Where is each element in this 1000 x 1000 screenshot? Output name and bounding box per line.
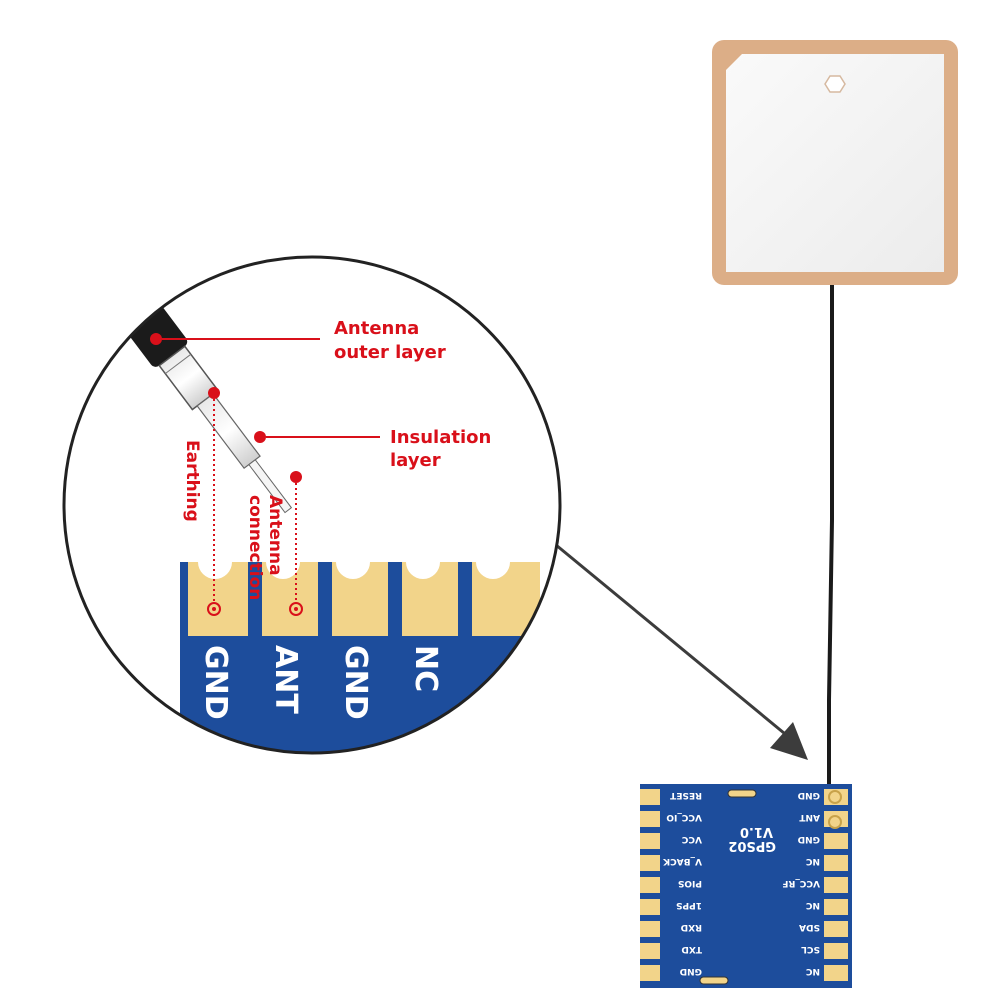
module-right-pad xyxy=(824,921,848,937)
module-board xyxy=(640,784,852,988)
module-left-pad xyxy=(640,811,660,827)
callout-insulation-1: Insulation xyxy=(390,427,491,448)
zoom-pad-gnd xyxy=(188,562,248,636)
module-right-pad xyxy=(824,811,848,827)
module-right-pin-label: ANT xyxy=(799,812,820,822)
module-left-pad xyxy=(640,789,660,805)
callout-insulation-2: layer xyxy=(390,450,441,471)
module-left-pad xyxy=(640,965,660,981)
zoom-pad-ant xyxy=(262,562,318,636)
zoom-pad-nc xyxy=(402,562,458,636)
module-right-pad xyxy=(824,899,848,915)
module-right-pin-label: NC xyxy=(805,966,820,976)
module-right-pin-label: NC xyxy=(805,900,820,910)
callout-antenna-connection-2: connection xyxy=(245,495,265,600)
module-left-pin-label: VCC xyxy=(681,834,702,844)
module-right-pins: GND ANT GND NC VCC_RF NC SDA SCL NC xyxy=(782,789,848,981)
dot-earthing xyxy=(208,387,220,399)
module-right-pad xyxy=(824,943,848,959)
zoom-pad-label-gnd: GND xyxy=(198,645,233,720)
module-right-pad xyxy=(824,965,848,981)
callout-earthing: Earthing xyxy=(182,440,202,522)
module-left-pad xyxy=(640,921,660,937)
module-left-pin-label: RESET xyxy=(669,790,702,800)
module-left-pad xyxy=(640,899,660,915)
module-left-pin-label: RXD xyxy=(681,922,702,932)
module-right-pin-label: GND xyxy=(798,834,820,844)
module-right-pad xyxy=(824,833,848,849)
module-right-pin-label: SDA xyxy=(799,922,820,932)
module-right-pin-label: NC xyxy=(805,856,820,866)
module-right-pin-label: SCL xyxy=(801,944,820,954)
dot-outer-layer xyxy=(150,333,162,345)
callout-antenna-connection-1: Antenna xyxy=(265,495,285,576)
patch-ceramic xyxy=(726,54,944,272)
module-left-pin-label: 1PPS xyxy=(676,900,702,910)
antenna-cable xyxy=(827,285,834,790)
module-right-pad xyxy=(824,855,848,871)
feed-point xyxy=(824,75,846,93)
dot-antenna-connection xyxy=(290,471,302,483)
pointer-arrow-line xyxy=(555,543,791,740)
dot-insulation xyxy=(254,431,266,443)
module-left-pad xyxy=(640,855,660,871)
zoom-border xyxy=(62,255,562,755)
module-left-pin-label: TXD xyxy=(681,944,702,954)
module-left-pins: RESET VCC_IO VCC V_BACK PIOS 1PPS RXD TXD GND xyxy=(640,789,702,981)
pointer-arrow-head xyxy=(770,722,808,760)
module-left-pad xyxy=(640,943,660,959)
module-right-pin-label: GND xyxy=(798,790,820,800)
module-left-pad xyxy=(640,833,660,849)
module-left-pin-label: GND xyxy=(680,966,702,976)
module-model: GPS02 xyxy=(728,838,776,853)
module-left-pin-label: PIOS xyxy=(678,878,702,888)
zoom-pad-label-nc: NC xyxy=(408,645,443,692)
gps-module: GPS02 V1.0 RESETVCC_IOVCCV_BACKPIOS1PPSR… xyxy=(640,784,852,988)
module-left-pin-label: V_BACK xyxy=(662,856,702,866)
zoom-view: GND ANT GND NC Antenna ou xyxy=(62,255,562,755)
zoom-pad-gnd2 xyxy=(332,562,388,636)
zoom-pad-label-gnd2: GND xyxy=(338,645,373,720)
module-left-pad xyxy=(640,877,660,893)
zoom-pad-extra xyxy=(472,562,540,636)
module-version: V1.0 xyxy=(740,824,773,839)
patch-antenna xyxy=(712,40,958,285)
callout-outer-layer-2: outer layer xyxy=(334,342,446,363)
module-right-pin-label: VCC_RF xyxy=(782,878,820,888)
zoom-pad-label-ant: ANT xyxy=(268,645,303,714)
module-right-pad xyxy=(824,877,848,893)
module-left-pin-label: VCC_IO xyxy=(666,812,702,822)
callout-outer-layer-1: Antenna xyxy=(334,318,419,339)
